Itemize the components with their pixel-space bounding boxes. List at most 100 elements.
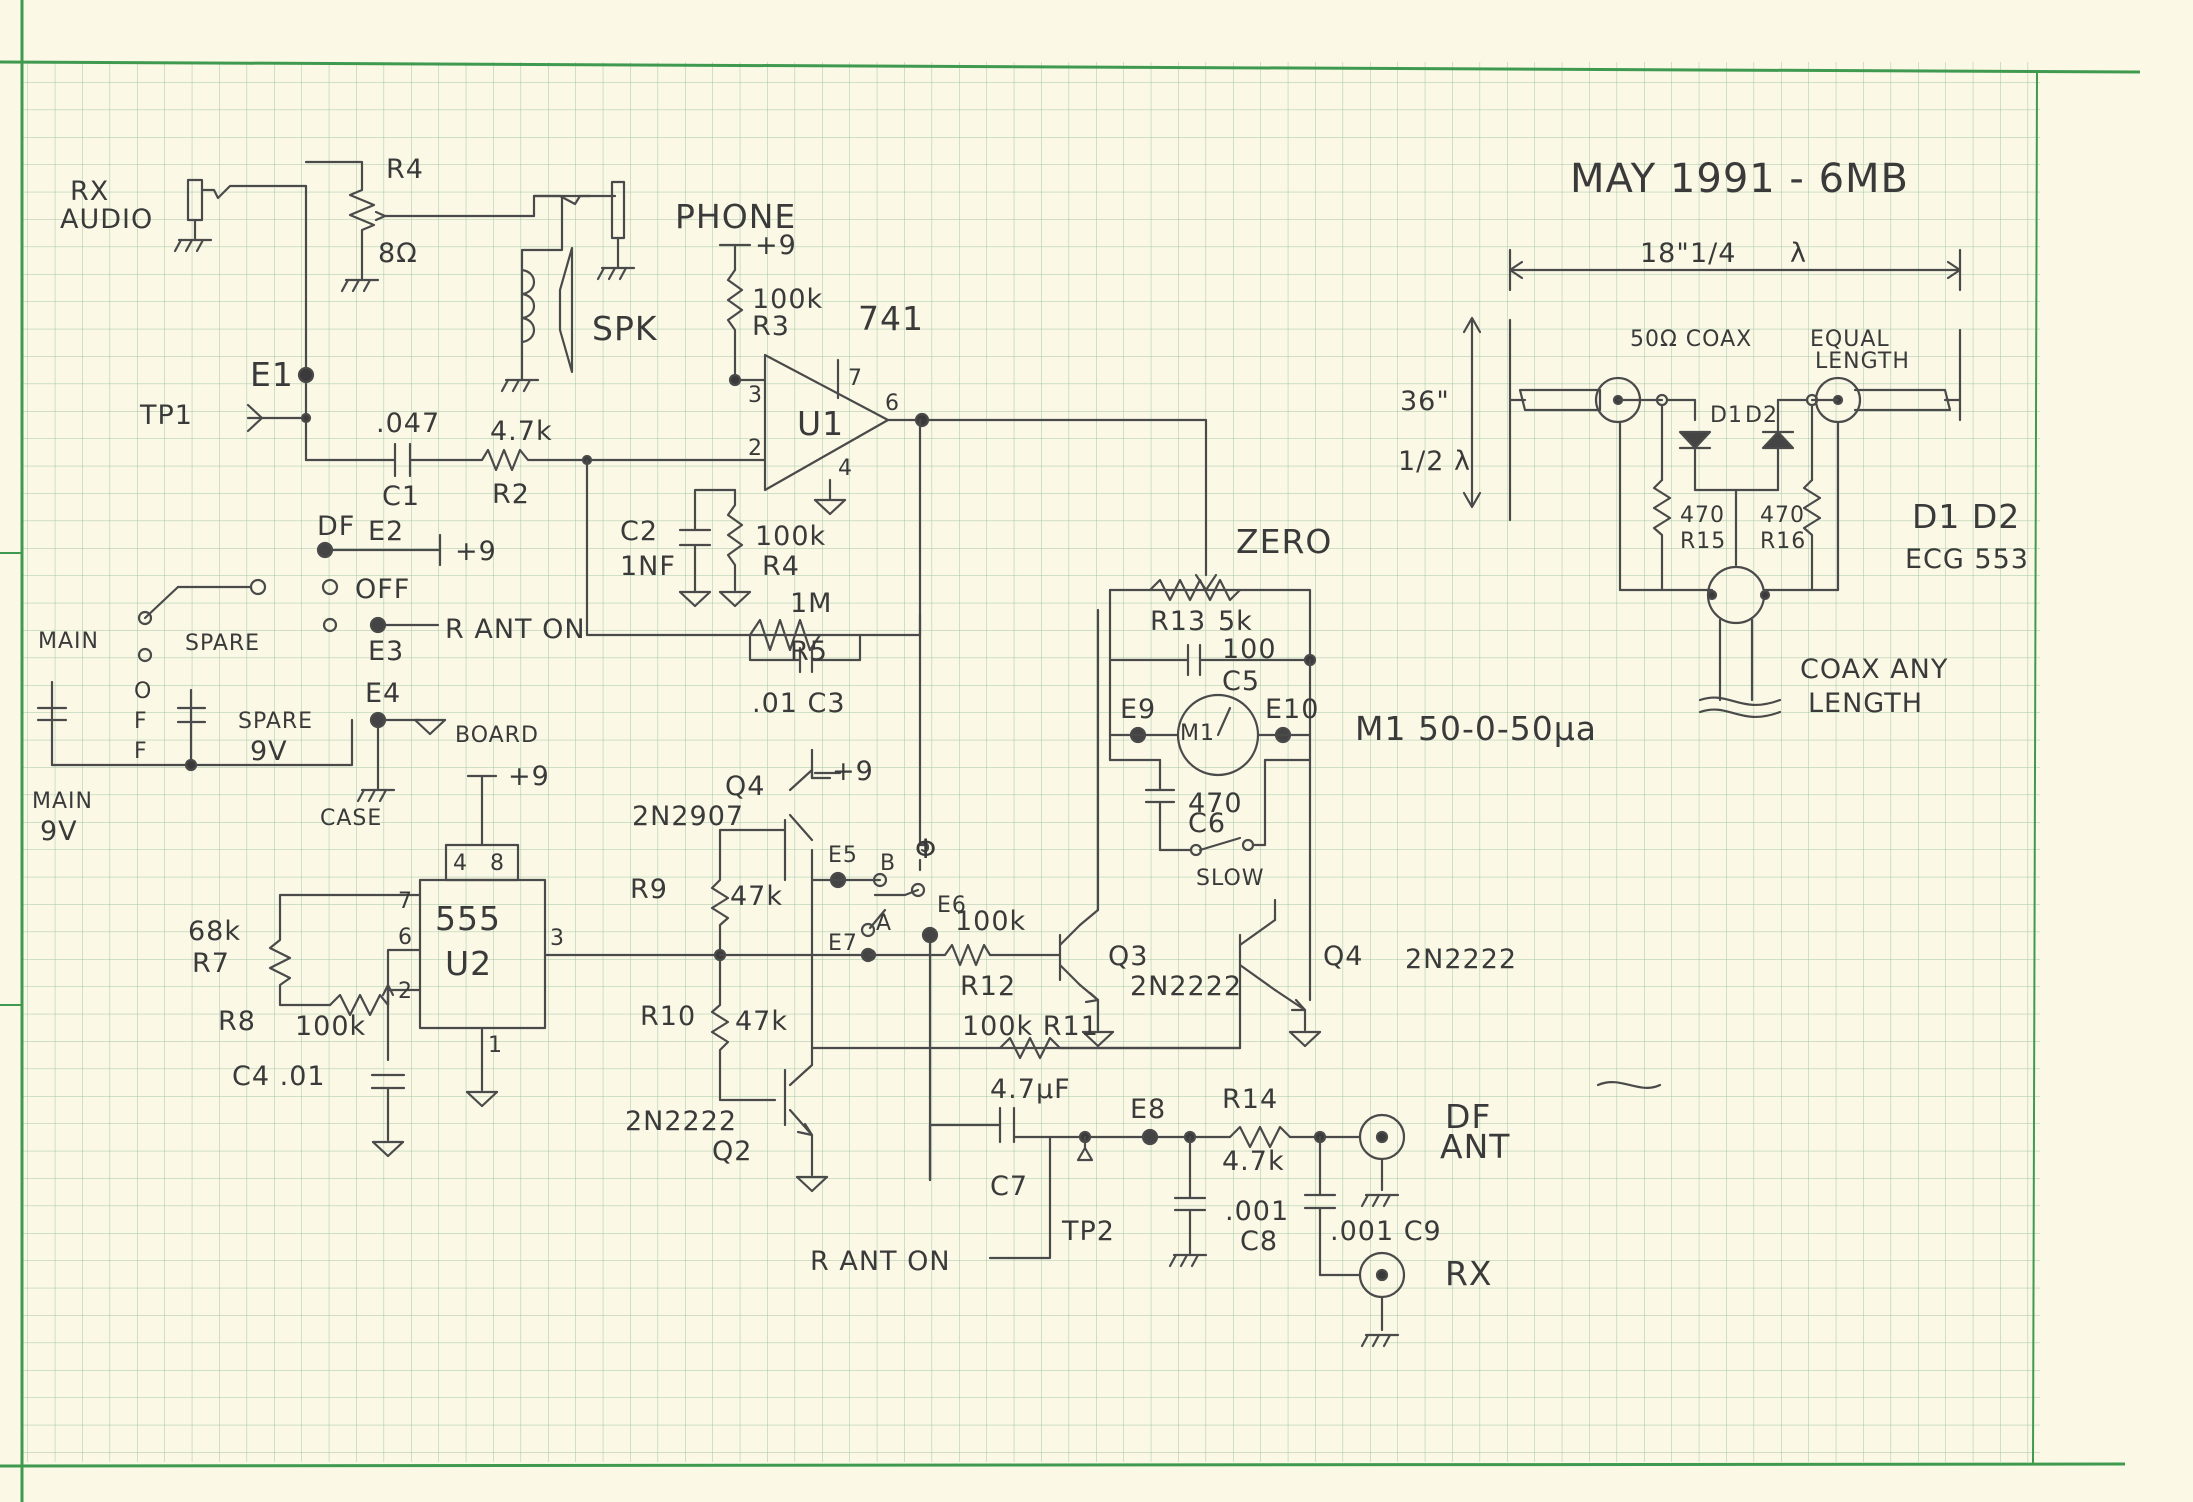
u1-pin6: 6: [885, 391, 900, 416]
r4-pot-value: 8Ω: [378, 238, 418, 269]
speaker-label: SPK: [592, 309, 658, 348]
d2-label: D2: [1745, 403, 1778, 428]
e1-label: E1: [250, 355, 294, 394]
r16-value: 470: [1760, 503, 1805, 528]
df-label: DF: [317, 511, 355, 542]
graph-paper-grid: [22, 62, 2040, 1462]
u2-pin1: 1: [488, 1033, 503, 1058]
u2-pin4: 4: [453, 851, 468, 876]
r10-value: 47k: [735, 1006, 788, 1037]
q2-label: Q2: [712, 1136, 752, 1167]
equal-length-label: LENGTH: [1815, 349, 1910, 374]
off-label: OFF: [355, 574, 410, 605]
opamp-type-label: 741: [858, 299, 924, 338]
dim-half-label: 1/2 λ: [1398, 446, 1471, 477]
r13-label: R13: [1150, 606, 1206, 637]
r5-label: R5: [790, 636, 828, 667]
q4-top-label: Q4: [725, 771, 765, 802]
phi-label: Φ: [915, 834, 937, 865]
main-9v-label: MAIN: [32, 789, 93, 814]
c5-label: C5: [1222, 666, 1260, 697]
u2-type: 555: [435, 899, 501, 938]
e9-label: E9: [1120, 694, 1156, 725]
c6-value: 470: [1188, 788, 1243, 819]
switch-f2: F: [134, 739, 148, 764]
q3-type-label: 2N2222: [1130, 971, 1242, 1002]
r8-value: 100k: [295, 1011, 366, 1042]
c7-value: 4.7μF: [990, 1074, 1071, 1105]
output-section: [928, 1106, 1406, 1348]
dim-lambda-label: λ: [1790, 238, 1807, 269]
diagram-title: MAY 1991 - 6MB: [1570, 156, 1909, 202]
df-plus9: +9: [455, 536, 497, 567]
e7-label: E7: [828, 931, 858, 956]
rx-label: RX: [1445, 1254, 1493, 1293]
coax-any-length-label: LENGTH: [1808, 688, 1923, 719]
spare-label: SPARE: [185, 631, 260, 656]
meter-label: M1 50-0-50μa: [1355, 709, 1597, 748]
main-label: MAIN: [38, 629, 99, 654]
meter-section: [1108, 573, 1317, 1002]
u2-pin7: 7: [398, 889, 413, 914]
r12-label: R12: [960, 971, 1016, 1002]
audio-section: [173, 160, 757, 478]
c2-label: C2: [620, 516, 658, 547]
e4-label: E4: [365, 678, 401, 709]
r7-label: R7: [192, 948, 230, 979]
opamp-u1: [585, 243, 1208, 674]
q4-right-label: Q4: [1323, 941, 1363, 972]
equal-label: EQUAL: [1810, 327, 1890, 352]
dim-18-label: 18": [1640, 238, 1690, 269]
phone-plus9: +9: [755, 230, 797, 261]
switch-b-label: B: [880, 851, 896, 876]
q4-type-label: 2N2907: [632, 801, 744, 832]
zero-label: ZERO: [1236, 522, 1332, 561]
c2-value: 1NF: [620, 551, 676, 582]
r3-value: 100k: [752, 284, 823, 315]
e3-label: E3: [368, 636, 404, 667]
r4-pot-label: R4: [386, 154, 424, 185]
c5-value: 100: [1222, 634, 1277, 665]
switch-a-label: A: [876, 911, 892, 936]
r11-label: 100k R11: [962, 1011, 1099, 1042]
u2-pin2: 2: [398, 979, 413, 1004]
r12-value: 100k: [955, 906, 1026, 937]
df-ant-label: DF: [1445, 1097, 1491, 1136]
e10-label: E10: [1265, 694, 1319, 725]
c1-label: C1: [382, 481, 420, 512]
u2-label: U2: [445, 944, 492, 983]
rx-audio-label-2: AUDIO: [60, 204, 153, 235]
c6-label: C6: [1188, 808, 1226, 839]
r-ant-on-label: R ANT ON: [810, 1246, 951, 1277]
r9-label: R9: [630, 874, 668, 905]
r5-value: 1M: [790, 588, 832, 619]
e8-label: E8: [1130, 1094, 1166, 1125]
antenna-section: [1462, 248, 1962, 1089]
switch-section: [36, 533, 447, 803]
r2-value: 4.7k: [490, 416, 553, 447]
u2-pin8: 8: [490, 851, 505, 876]
r10-label: R10: [640, 1001, 696, 1032]
r-ant-on-switch-label: R ANT ON: [445, 614, 586, 645]
timer-u2: [268, 774, 720, 1158]
e5-label: E5: [828, 843, 858, 868]
main-9v-value: 9V: [40, 816, 78, 847]
tp2-label: TP2: [1061, 1216, 1115, 1247]
u2-plus9: +9: [508, 761, 550, 792]
c8-label: C8: [1240, 1226, 1278, 1257]
r4-label: R4: [762, 551, 800, 582]
c7-label: C7: [990, 1171, 1028, 1202]
u1-pin2: 2: [748, 436, 763, 461]
driver-section: [710, 608, 1322, 1193]
u1-pin7: 7: [848, 366, 863, 391]
rx-audio-label: RX: [70, 176, 109, 207]
switch-f1: F: [134, 709, 148, 734]
r8-label: R8: [218, 1006, 256, 1037]
coax-50-label: 50Ω COAX: [1630, 327, 1752, 352]
q3-label: Q3: [1108, 941, 1148, 972]
d1-label: D1: [1710, 403, 1743, 428]
switch-o: O: [134, 679, 152, 704]
spare-9v-label: SPARE: [238, 709, 313, 734]
dim-quarter-label: 1/4: [1690, 238, 1736, 269]
c9-label: .001 C9: [1330, 1216, 1442, 1247]
